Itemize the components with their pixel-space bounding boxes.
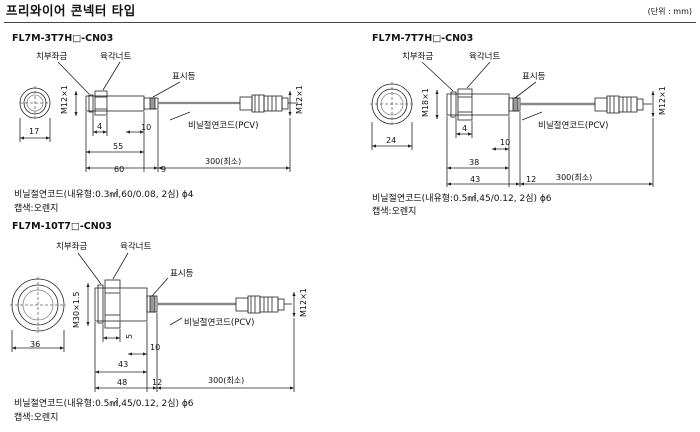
model3-label-indicator: 표시등: [170, 269, 194, 279]
model2-label-cable: 비닐절연코드(PCV): [538, 121, 609, 131]
model3-label-nut-left: 치부좌금: [56, 242, 88, 252]
model1-dim-55: 55: [113, 142, 124, 151]
model2-label-nut-right: 육각너트: [469, 52, 501, 62]
model2-cap-color: 캡색:오렌지: [372, 207, 417, 217]
model1-washer: [88, 94, 94, 113]
model2-dim-width: 24: [386, 136, 397, 145]
model2-washer: [450, 91, 457, 118]
header-divider: [4, 22, 696, 23]
model3-drawing: [10, 252, 296, 392]
model1-conn-2: [251, 94, 265, 113]
model1-drawing: [19, 61, 298, 172]
model3-cap-color: 캡색:오렌지: [14, 413, 59, 423]
model1-label-nut-right: 육각너트: [100, 52, 132, 62]
model3-label-nut-right: 육각너트: [120, 242, 152, 252]
model3-dim-cable-length: 300(최소): [208, 376, 245, 385]
model3-cable-spec: 비닐절연코드(내유형:0.5㎟,45/0.12, 2심) ϕ6: [14, 399, 194, 409]
model1-cap-color: 캡색:오렌지: [14, 204, 59, 214]
model2-dim-4: 4: [462, 124, 468, 133]
model2-cable-spec: 비닐절연코드(내유형:0.5㎟,45/0.12, 2심) ϕ6: [372, 194, 552, 204]
model1-dim-conn-thread: M12×1: [295, 85, 304, 114]
model1-conn-3: [263, 95, 283, 112]
model3-dim-12: 12: [152, 378, 163, 387]
model3-dim-43: 43: [118, 360, 129, 369]
model3-dim-10: 10: [150, 343, 161, 352]
unit-note: (단위 : mm): [647, 7, 692, 16]
model1-cable-spec: 비닐절연코드(내유형:0.3㎟,60/0.08, 2심) ϕ4: [14, 190, 194, 200]
model2-dim-cable-length: 300(최소): [556, 173, 593, 182]
model3-dim-conn-thread: M12×1: [299, 288, 308, 317]
model3-dim-48: 48: [117, 378, 128, 387]
model2-label-nut-left: 치부좌금: [402, 52, 434, 62]
model3-label-cable: 비닐절연코드(PCV): [184, 318, 255, 328]
model1-dim-60: 60: [114, 165, 125, 174]
model1-dim-thread: M12×1: [60, 85, 69, 114]
model2-drawing: [370, 61, 655, 187]
model1-label-cable: 비닐절연코드(PCV): [188, 121, 259, 131]
model3-dim-thread: M30×1.5: [72, 291, 81, 328]
model3-dim-width: 36: [30, 340, 41, 349]
model1-dim-10: 10: [141, 123, 152, 132]
model3-dim-5: 5: [125, 333, 134, 339]
page-title: 프리와이어 콘넥터 타입: [6, 3, 136, 18]
model2-dim-12: 12: [526, 175, 537, 184]
model1-label-nut-left: 치부좌금: [36, 52, 68, 62]
model2-dim-10: 10: [500, 138, 511, 147]
model2-dim-43: 43: [470, 175, 481, 184]
model1-conn-1: [239, 96, 253, 111]
model3-name: FL7M-10T7□-CN03: [12, 221, 112, 232]
model3-washer: [97, 284, 104, 324]
model1-name: FL7M-3T7H□-CN03: [12, 33, 114, 44]
model1-dim-width: 17: [29, 127, 40, 136]
model2-dim-conn-thread: M12×1: [658, 86, 667, 115]
model2-label-indicator: 표시등: [522, 72, 546, 82]
model1-dim-9: 9: [161, 165, 167, 174]
model1-label-indicator: 표시등: [172, 72, 196, 82]
model2-name: FL7M-7T7H□-CN03: [372, 33, 474, 44]
model2-dim-38: 38: [469, 158, 480, 167]
model2-dim-thread: M18×1: [421, 88, 430, 117]
model1-hex-nut: [94, 90, 108, 116]
model1-dim-4: 4: [97, 122, 103, 131]
model1-dim-cable-length: 300(최소): [205, 157, 242, 166]
